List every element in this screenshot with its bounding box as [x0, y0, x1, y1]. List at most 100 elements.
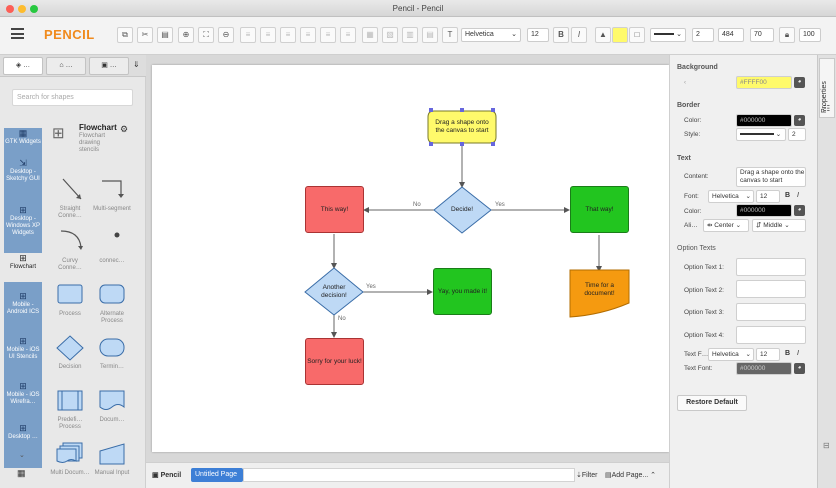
fit-icon[interactable]: ⛶: [198, 27, 214, 43]
copy-icon[interactable]: ⧉: [117, 27, 133, 43]
shape-decision[interactable]: Decision: [50, 335, 90, 371]
page-tab-untitled[interactable]: Untitled Page: [191, 468, 243, 482]
x-position-field[interactable]: 484: [718, 28, 744, 42]
node-start[interactable]: Drag a shape onto the canvas to start: [435, 119, 489, 134]
align-left-icon[interactable]: ≡: [240, 27, 256, 43]
collection-ios-wireframe[interactable]: ⊞Mobile - iOS Wirefra…: [6, 381, 40, 405]
scroll-down-icon[interactable]: ⌄: [19, 452, 25, 459]
option-text-2-field[interactable]: [736, 280, 806, 298]
send-back-icon[interactable]: ▤: [422, 27, 438, 43]
font-size-field[interactable]: 12: [527, 28, 549, 42]
text-font-size-input[interactable]: 12: [756, 348, 780, 361]
border-style-select[interactable]: ⌄: [736, 128, 786, 141]
font-size-input[interactable]: 12: [756, 190, 780, 203]
bold-toggle[interactable]: B: [785, 192, 791, 199]
font-family-select[interactable]: Helvetica⌄: [708, 190, 754, 203]
collection-android[interactable]: ⊞Mobile - Android ICS: [6, 291, 40, 315]
vertical-align-select[interactable]: ⇵ Middle ⌄: [752, 219, 806, 232]
stroke-style-select[interactable]: ⌄: [650, 28, 686, 42]
collection-desktop[interactable]: ⊞Desktop …: [8, 423, 38, 440]
collection-settings-icon[interactable]: ⚙: [120, 124, 129, 134]
panel-toggle-icon[interactable]: ⊟: [823, 441, 830, 450]
align-middle-icon[interactable]: ≡: [320, 27, 336, 43]
shape-multi-document[interactable]: Multi Docum…: [50, 441, 90, 477]
group-icon[interactable]: ▦: [362, 27, 378, 43]
zoom-out-icon[interactable]: ⊖: [218, 27, 234, 43]
italic-button[interactable]: I: [571, 27, 587, 43]
option-text-1-field[interactable]: [736, 258, 806, 276]
bg-color-picker-icon[interactable]: ◕: [794, 77, 805, 88]
option-text-4-field[interactable]: [736, 326, 806, 344]
bg-color-field[interactable]: #FFFF00: [736, 76, 792, 89]
collection-winxp[interactable]: ⊞Desktop - Windows XP Widgets: [5, 205, 40, 236]
border-color-icon[interactable]: □: [629, 27, 645, 43]
shape-manual-input[interactable]: Manual Input: [92, 441, 132, 477]
text-style-icon[interactable]: T: [442, 27, 458, 43]
shape-document[interactable]: Docum…: [92, 388, 132, 424]
align-center-icon[interactable]: ≡: [260, 27, 276, 43]
drawing-page[interactable]: Drag a shape onto the canvas to start De…: [152, 65, 669, 452]
menu-icon[interactable]: [11, 28, 24, 39]
y-position-field[interactable]: 70: [750, 28, 774, 42]
text-font-italic-toggle[interactable]: I: [797, 350, 799, 357]
text-color-icon[interactable]: ▲: [595, 27, 611, 43]
border-color-field[interactable]: #000000: [736, 114, 792, 127]
collection-sketchy[interactable]: ⇲Desktop - Sketchy GUI: [6, 158, 40, 182]
stroke-width-field[interactable]: 2: [692, 28, 714, 42]
shape-predefined-process[interactable]: Predefi… Process: [50, 388, 90, 431]
tab-clipart[interactable]: ▣ …: [89, 57, 129, 75]
border-color-picker-icon[interactable]: ◕: [794, 115, 805, 126]
cut-icon[interactable]: ✂: [137, 27, 153, 43]
node-yay[interactable]: Yay, you made it!: [433, 268, 492, 315]
node-decide[interactable]: Decide!: [450, 206, 474, 213]
zoom-field[interactable]: 100: [799, 28, 821, 42]
ungroup-icon[interactable]: ▧: [382, 27, 398, 43]
shape-straight-connector[interactable]: Straight Conne…: [50, 173, 90, 220]
node-time-document[interactable]: Time for a document!: [584, 282, 615, 297]
fill-color-icon[interactable]: [612, 27, 628, 43]
grid-view-icon[interactable]: ▦: [17, 468, 26, 478]
pencil-home-button[interactable]: ▣ Pencil: [152, 472, 182, 479]
shape-process[interactable]: Process: [50, 282, 90, 318]
align-right-icon[interactable]: ≡: [280, 27, 296, 43]
shape-connector-point[interactable]: connec…: [92, 225, 132, 265]
text-font-color-field[interactable]: #000000: [736, 362, 792, 375]
content-textarea[interactable]: Drag a shape onto the canvas to start: [736, 167, 806, 187]
align-top-icon[interactable]: ≡: [300, 27, 316, 43]
filter-button[interactable]: ⇣Filter: [576, 472, 598, 479]
horizontal-align-select[interactable]: ⇹ Center ⌄: [703, 219, 749, 232]
font-select[interactable]: Helvetica⌄: [461, 28, 521, 42]
tab-private[interactable]: ⌂ …: [46, 57, 86, 75]
bring-front-icon[interactable]: ▥: [402, 27, 418, 43]
shape-curvy-connector[interactable]: Curvy Conne…: [50, 225, 90, 272]
text-font-color-picker-icon[interactable]: ◕: [794, 363, 805, 374]
bold-button[interactable]: B: [553, 27, 569, 43]
italic-toggle[interactable]: I: [797, 192, 799, 199]
collection-ios[interactable]: ⊞Mobile - iOS UI Stencils: [6, 336, 40, 360]
option-text-3-field[interactable]: [736, 303, 806, 321]
node-that-way[interactable]: That way!: [570, 186, 629, 233]
border-width-field[interactable]: 2: [788, 128, 806, 141]
node-another-decision[interactable]: Another decision!: [321, 284, 347, 299]
collection-gtk[interactable]: ▦GTK Widgets: [5, 128, 41, 145]
properties-side-tab[interactable]: Properties ☷ ⊟: [817, 55, 836, 488]
tab-collections[interactable]: ◈ …: [3, 57, 43, 75]
shape-alternate-process[interactable]: Alternate Process: [92, 282, 132, 325]
node-sorry[interactable]: Sorry for your luck!: [305, 338, 364, 385]
node-this-way[interactable]: This way!: [305, 186, 364, 233]
text-color-field[interactable]: #000000: [736, 204, 792, 217]
text-font-bold-toggle[interactable]: B: [785, 350, 791, 357]
close-window-button[interactable]: [6, 5, 14, 13]
add-page-button[interactable]: ▤Add Page... ⌃: [605, 472, 657, 479]
restore-default-button[interactable]: Restore Default: [677, 395, 747, 411]
collection-flowchart[interactable]: ⊞Flowchart: [4, 253, 42, 282]
lock-icon[interactable]: 🔒︎: [779, 27, 795, 43]
shape-multi-segment[interactable]: Multi-segment: [92, 173, 132, 213]
text-color-picker-icon[interactable]: ◕: [794, 205, 805, 216]
text-font-family-select[interactable]: Helvetica⌄: [708, 348, 754, 361]
shape-search-input[interactable]: Search for shapes: [12, 89, 133, 106]
zoom-window-button[interactable]: [30, 5, 38, 13]
paste-icon[interactable]: ▤: [157, 27, 173, 43]
pin-icon[interactable]: ⇓: [133, 60, 140, 69]
zoom-in-icon[interactable]: ⊕: [178, 27, 194, 43]
